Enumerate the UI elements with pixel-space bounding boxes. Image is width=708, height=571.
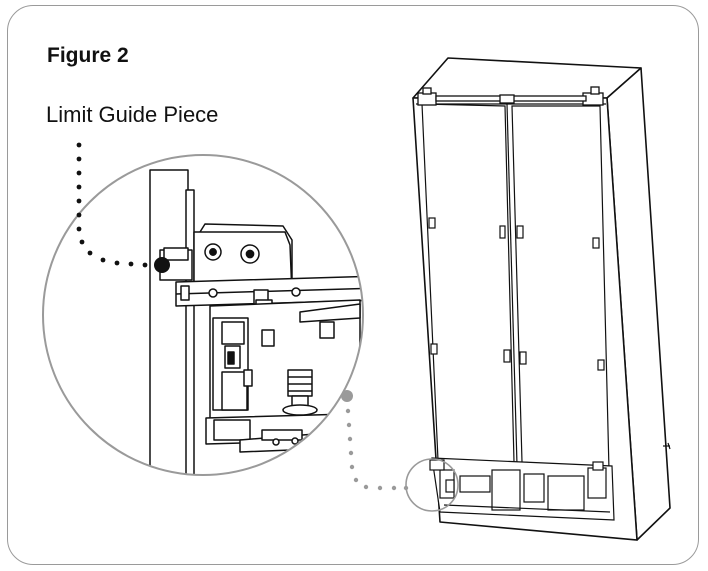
location-circle bbox=[405, 458, 459, 512]
limit-guide-piece-marker bbox=[154, 257, 170, 273]
bottom-base bbox=[429, 457, 615, 521]
zoom-circle bbox=[42, 154, 364, 476]
dotted-pointer bbox=[341, 390, 409, 491]
figure-title: Figure 2 bbox=[47, 44, 129, 67]
dotted-leader bbox=[76, 142, 148, 268]
top-hinges bbox=[417, 86, 604, 106]
door-clips bbox=[428, 217, 605, 371]
cabinet-screw-icon bbox=[663, 442, 671, 450]
zoom-detail bbox=[149, 169, 363, 475]
refrigerator-cabinet bbox=[412, 57, 671, 541]
callout-label: Limit Guide Piece bbox=[46, 102, 219, 127]
